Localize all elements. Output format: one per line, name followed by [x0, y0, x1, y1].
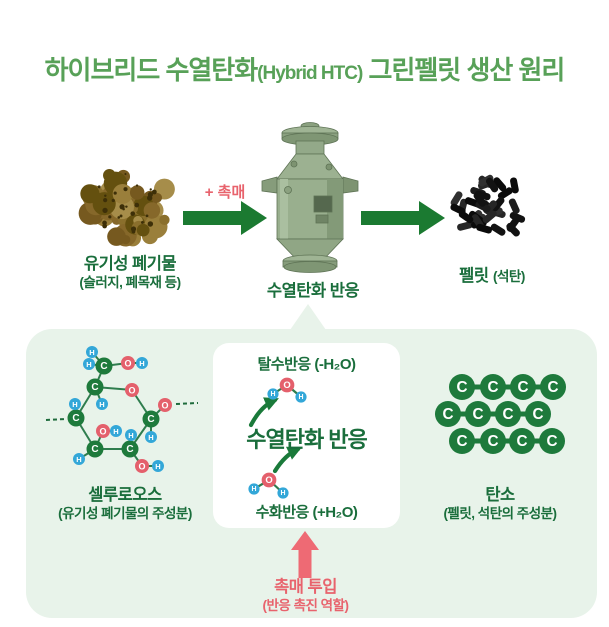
svg-text:C: C — [147, 414, 154, 425]
svg-text:C: C — [517, 379, 528, 396]
svg-text:H: H — [89, 348, 94, 357]
output-sub-label: (석탄) — [492, 269, 525, 284]
catalyst-label: 촉매 투입 — [274, 578, 337, 596]
svg-text:H: H — [251, 486, 256, 493]
catalyst-label-group: 촉매 투입 (반응 촉진 역할) — [223, 577, 388, 615]
svg-text:H: H — [270, 391, 275, 398]
organic-waste-image — [78, 169, 175, 247]
svg-text:C: C — [456, 433, 467, 450]
svg-text:C: C — [456, 379, 467, 396]
svg-text:O: O — [138, 462, 145, 472]
flow-arrow-right-icon — [361, 201, 445, 235]
svg-text:C: C — [442, 406, 453, 423]
svg-text:O: O — [99, 427, 106, 437]
svg-text:H: H — [280, 490, 285, 497]
page-title: 하이브리드 수열탄화(Hybrid HTC) 그린펠릿 생산 원리 — [0, 50, 609, 87]
title-main: 하이브리드 수열탄화 — [44, 55, 259, 85]
svg-text:C: C — [532, 406, 543, 423]
carbon-label: 탄소 — [485, 486, 515, 504]
svg-text:C: C — [547, 379, 558, 396]
svg-text:H: H — [155, 462, 160, 471]
output-label: 펠릿 — [459, 267, 489, 285]
catalyst-up-arrow-icon — [291, 531, 319, 578]
svg-text:C: C — [472, 406, 483, 423]
input-label: 유기성 폐기물 — [83, 255, 177, 273]
reactor-image — [261, 122, 359, 273]
pellets-image — [450, 174, 526, 237]
reaction-label: 수열탄화 반응 — [246, 427, 368, 452]
svg-text:C: C — [516, 433, 527, 450]
svg-text:C: C — [72, 413, 79, 424]
svg-text:O: O — [283, 380, 290, 391]
svg-text:C: C — [487, 433, 498, 450]
svg-text:H: H — [99, 400, 104, 409]
catalyst-sub-label: (반응 촉진 역할) — [262, 597, 349, 613]
reaction-box: H H O H H O 탈수반응 (-H₂O) 수열탄화 반응 수화반응 (+H₂O) — [213, 343, 400, 528]
input-label-group: 유기성 폐기물 (슬러지, 폐목재 등) — [40, 254, 220, 292]
svg-text:H: H — [72, 400, 77, 409]
svg-text:H: H — [139, 359, 144, 368]
svg-text:O: O — [128, 386, 135, 396]
svg-text:C: C — [487, 379, 498, 396]
title-rest: 그린펠릿 생산 원리 — [362, 55, 566, 85]
svg-text:H: H — [76, 455, 81, 464]
svg-text:H: H — [128, 431, 133, 440]
svg-text:O: O — [161, 401, 168, 411]
connector-triangle — [290, 304, 326, 330]
flow-arrow-right-icon — [183, 201, 267, 235]
svg-text:H: H — [148, 433, 153, 442]
svg-text:O: O — [265, 475, 272, 486]
cellulose-sub-label: (유기성 폐기물의 주성분) — [58, 505, 192, 521]
svg-text:H: H — [298, 394, 303, 401]
input-sub-label: (슬러지, 폐목재 등) — [79, 274, 181, 290]
reactor-label: 수열탄화 반응 — [266, 282, 360, 300]
svg-text:C: C — [502, 406, 513, 423]
reactor-label-group: 수열탄화 반응 — [233, 281, 393, 302]
cellulose-label-group: 셀루로오스 (유기성 폐기물의 주성분) — [30, 485, 220, 523]
water-molecule-icon: H H O — [267, 377, 307, 403]
cellulose-label: 셀루로오스 — [88, 486, 162, 504]
svg-text:H: H — [113, 427, 118, 436]
svg-text:C: C — [91, 382, 98, 393]
svg-text:C: C — [100, 361, 107, 372]
title-paren: (Hybrid HTC) — [257, 63, 363, 84]
hydration-label: 수화반응 (+H₂O) — [255, 504, 358, 521]
hydration-arrow-icon — [272, 446, 302, 474]
carbon-sub-label: (펠릿, 석탄의 주성분) — [443, 505, 557, 521]
water-molecule-icon: H H O — [248, 472, 289, 499]
catalyst-plus-label: + 촉매 — [204, 184, 246, 201]
svg-text:H: H — [86, 360, 91, 369]
svg-text:C: C — [91, 444, 98, 455]
carbon-label-group: 탄소 (펠릿, 석탄의 주성분) — [405, 485, 595, 523]
output-label-group: 펠릿 (석탄) — [412, 266, 572, 287]
dehydration-label: 탈수반응 (-H₂O) — [257, 356, 356, 373]
reaction-diagram: H H O H H O — [248, 377, 307, 499]
svg-text:C: C — [126, 444, 133, 455]
svg-text:C: C — [546, 433, 557, 450]
svg-text:O: O — [124, 359, 131, 369]
dehydration-arrow-icon — [248, 397, 279, 428]
